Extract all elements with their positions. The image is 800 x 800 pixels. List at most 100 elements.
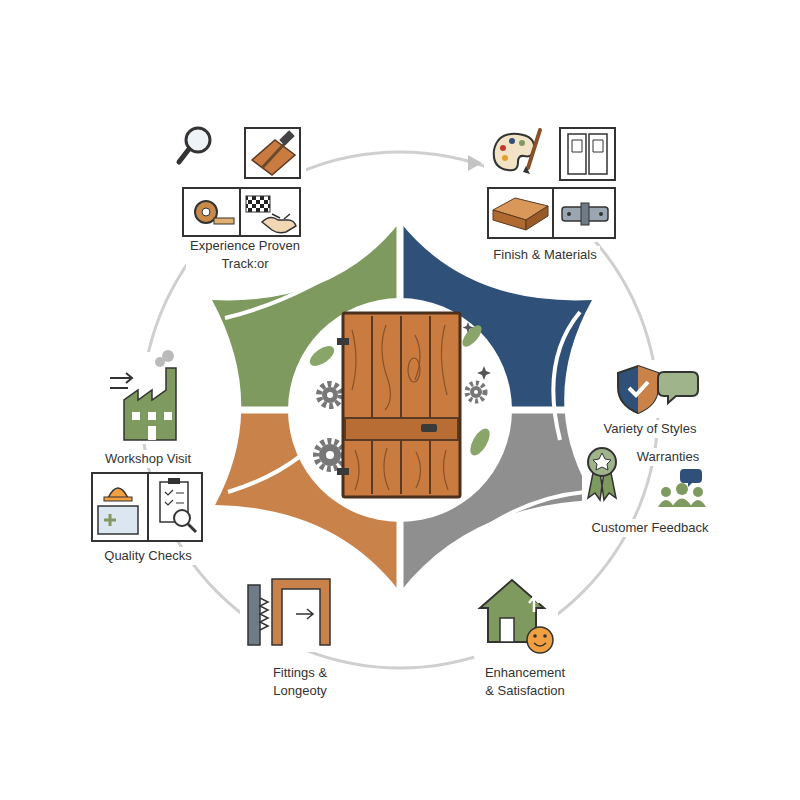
experience-icons-part [245, 128, 300, 178]
materials-icons-part [552, 188, 554, 238]
quality-icons [92, 473, 202, 541]
quality-icons-part [168, 478, 180, 484]
fittings-icons-part [296, 609, 313, 619]
door-illustration-part [470, 386, 482, 398]
styles-icons-part [582, 444, 626, 506]
door-illustration-part [319, 384, 341, 406]
styles-icons-part [672, 499, 692, 508]
door-illustration-part [326, 451, 334, 459]
satisfaction-icons-part [534, 643, 546, 646]
door-illustration-part [474, 390, 478, 394]
door-illustration-part [307, 342, 338, 370]
door-illustration-part [408, 358, 420, 382]
workshop-icons-part [162, 350, 174, 362]
door-illustration-part [327, 392, 333, 398]
styles-icons-part [618, 366, 658, 413]
materials-icons-part [500, 145, 506, 151]
satisfaction-icons-part [500, 618, 514, 642]
materials-icons-part [567, 212, 571, 216]
experience-icons [176, 118, 306, 240]
door-illustration-part [319, 444, 341, 466]
icon-label: Quality Checks [101, 547, 194, 565]
materials-icons-part [526, 206, 548, 230]
quality-icons-part [104, 514, 116, 526]
door-illustration-part [345, 418, 458, 440]
fittings-icons-part [248, 585, 260, 645]
quality-icons-part [104, 497, 132, 501]
styles-icons-part [655, 466, 711, 510]
door-illustration-part [337, 468, 349, 475]
materials-icons-part [509, 138, 515, 144]
workshop-icons-part [110, 373, 132, 388]
experience-icons-part [239, 188, 241, 236]
satisfaction-icons-part [529, 597, 539, 612]
cycle-ring-part [468, 155, 482, 171]
quality-icons-part [92, 473, 202, 541]
experience-icons-part [262, 142, 286, 168]
styles-icons [582, 360, 711, 510]
door-illustration-part [463, 322, 492, 380]
experience-icons-part [279, 130, 295, 146]
styles-icons-part [658, 372, 698, 403]
styles-icons-part [693, 487, 703, 497]
experience-icons-part [176, 118, 306, 240]
door-illustration-part [316, 441, 344, 469]
door-illustration-part [372, 316, 430, 494]
materials-icons-part [519, 140, 525, 146]
fittings-icons-part [272, 579, 330, 645]
experience-icons-part [272, 214, 290, 219]
door-illustration-part [352, 325, 448, 490]
icon-label: Enhancement & Satisfaction [477, 664, 573, 700]
experience-icons-part [246, 196, 270, 212]
star-bands-part [225, 248, 585, 575]
icon-label: Customer Feedback [588, 519, 711, 537]
star-bands-part [400, 410, 595, 592]
workshop-icons [104, 350, 186, 444]
experience-icons-part [214, 218, 234, 224]
materials-icons-part [560, 128, 615, 180]
icon-label: Workshop Visit [102, 450, 194, 468]
workshop-icons-part [132, 412, 140, 420]
experience-icons-part [179, 149, 189, 162]
satisfaction-icons-part [543, 634, 547, 638]
quality-icons-part [98, 506, 138, 534]
fittings-icons [240, 570, 346, 652]
materials-icons-part [528, 130, 540, 168]
materials-icons-part [581, 203, 589, 225]
quality-icons-part [188, 524, 196, 532]
door-illustration-part [466, 426, 493, 459]
icon-label: Experience Proven Track:or [186, 237, 304, 273]
star-bands-part [288, 298, 512, 522]
materials-icons-part [484, 118, 620, 242]
workshop-icons-part [124, 368, 176, 440]
styles-icons-part [658, 500, 674, 507]
fittings-icons-part [260, 598, 268, 630]
materials-icons-part [493, 210, 526, 230]
styles-icons-part [629, 382, 648, 395]
materials-icons [484, 118, 620, 242]
icon-label: Finish & Materials [490, 246, 599, 264]
cycle-ring-part [142, 152, 658, 668]
door-illustration-part [322, 387, 338, 403]
styles-icons-part [676, 483, 688, 495]
quality-icons-part [165, 490, 184, 505]
icon-label: Fittings & Longeoty [257, 664, 343, 700]
materials-icons-part [523, 166, 530, 174]
door-illustration-part [421, 424, 437, 432]
fittings-icons-part [240, 570, 346, 652]
experience-icons-part [202, 208, 210, 216]
workshop-icons-part [148, 412, 156, 420]
quality-icons-part [147, 473, 149, 541]
icon-label: Variety of Styles [601, 420, 700, 438]
door-illustration-part [343, 313, 460, 497]
door-illustration-part [459, 322, 485, 350]
workshop-icons-part [104, 352, 186, 444]
experience-icons-part [262, 217, 296, 232]
icon-label: Warranties [634, 448, 702, 466]
styles-icons-part [588, 448, 616, 476]
styles-icons-part [661, 487, 671, 497]
workshop-icons-part [148, 426, 156, 440]
satisfaction-icons-part [474, 574, 558, 658]
experience-icons-part [252, 140, 295, 175]
